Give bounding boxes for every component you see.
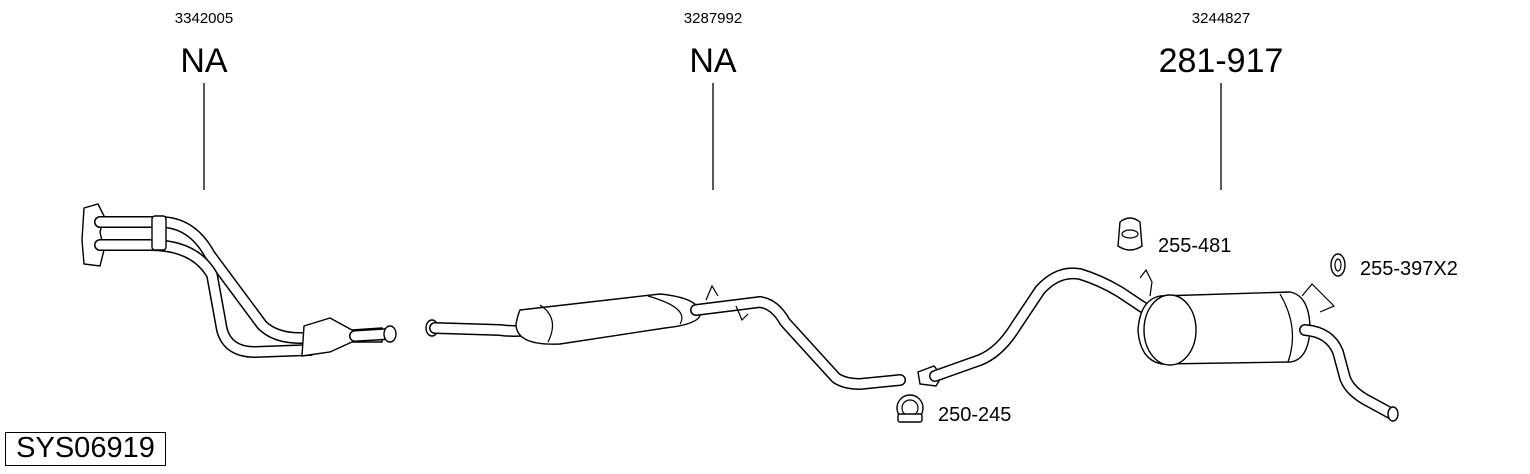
- part-label-front-pipe[interactable]: 3342005 NA: [175, 10, 233, 190]
- manifold-flange: [81, 203, 105, 267]
- front-pipe-drawing[interactable]: [81, 203, 397, 358]
- accessory-rubber-mount[interactable]: 255-481: [1117, 217, 1231, 257]
- y-junction: [301, 317, 383, 357]
- system-code-label: SYS06919: [5, 432, 166, 466]
- part-label-rear-silencer[interactable]: 3244827 281-917: [1159, 10, 1284, 190]
- part-number: NA: [689, 42, 737, 80]
- ring-gasket-icon: [1330, 253, 1346, 277]
- pipe-bracket: [151, 215, 167, 251]
- accessory-number: 255-397X2: [1360, 258, 1458, 280]
- rear-silencer-drawing[interactable]: [917, 267, 1399, 422]
- part-oe-code: 3342005: [175, 10, 233, 27]
- part-oe-code: 3287992: [684, 10, 742, 27]
- accessory-ring-gasket[interactable]: 255-397X2: [1330, 253, 1458, 280]
- accessory-pipe-clamp[interactable]: 250-245: [896, 394, 1011, 426]
- part-oe-code: 3244827: [1192, 10, 1250, 27]
- part-number: 281-917: [1159, 42, 1284, 80]
- silencer-body: [515, 293, 701, 345]
- part-label-middle-silencer[interactable]: 3287992 NA: [684, 10, 742, 190]
- accessory-number: 255-481: [1158, 235, 1231, 257]
- pipe-clamp-icon: [896, 394, 924, 423]
- accessory-number: 250-245: [938, 404, 1011, 426]
- middle-silencer-drawing[interactable]: [425, 284, 906, 390]
- part-number: NA: [180, 42, 228, 80]
- rubber-mount-icon: [1117, 217, 1143, 251]
